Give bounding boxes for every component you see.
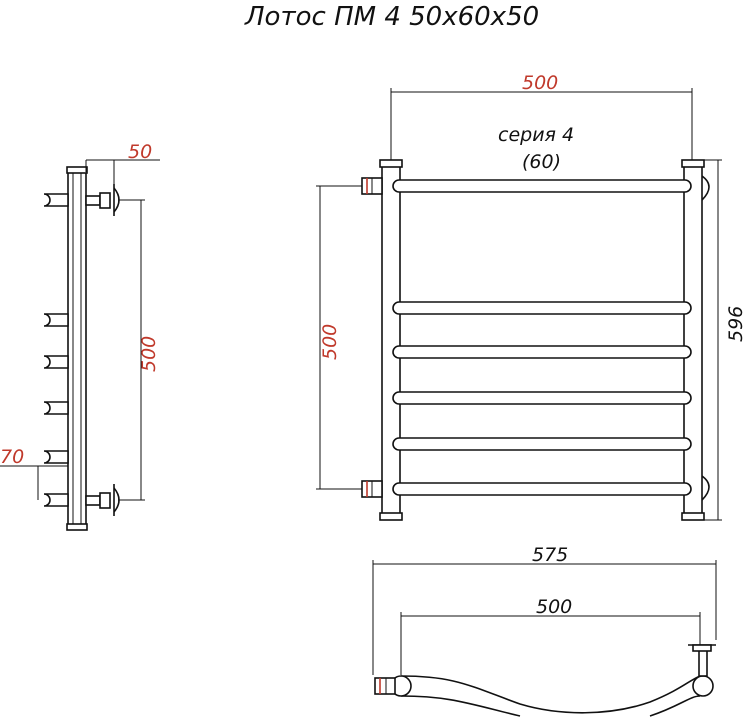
dim-plan-overall: 575 (532, 544, 568, 566)
series-label: серия 4 (498, 124, 574, 146)
side-rail (67, 171, 87, 529)
front-right-rail (683, 164, 703, 518)
side-bottom-fitting (85, 484, 120, 516)
dim-side-bottom: 70 (0, 446, 24, 468)
dim-side-height: 500 (138, 336, 160, 372)
front-left-rail (381, 164, 401, 518)
dim-front-height-left: 500 (319, 324, 341, 360)
series-sub: (60) (522, 151, 561, 173)
side-bars (43, 193, 69, 507)
dim-front-width: 500 (522, 72, 558, 94)
front-bottom-inlet (361, 480, 383, 498)
plan-curve-top (400, 675, 701, 714)
dim-side-top: 50 (128, 141, 152, 163)
front-view: 500 серия 4 (60) 500 596 (316, 72, 747, 521)
dim-plan-inner: 500 (536, 596, 572, 618)
plan-view: 575 500 (372, 544, 717, 717)
front-crossbars (392, 179, 692, 496)
side-top-fitting (85, 184, 120, 216)
drawing-title: Лотос ПМ 4 50х60х50 (244, 2, 539, 32)
dim-front-height-right: 596 (725, 306, 747, 342)
front-top-inlet (361, 177, 383, 195)
side-view: 50 500 70 (0, 141, 160, 531)
